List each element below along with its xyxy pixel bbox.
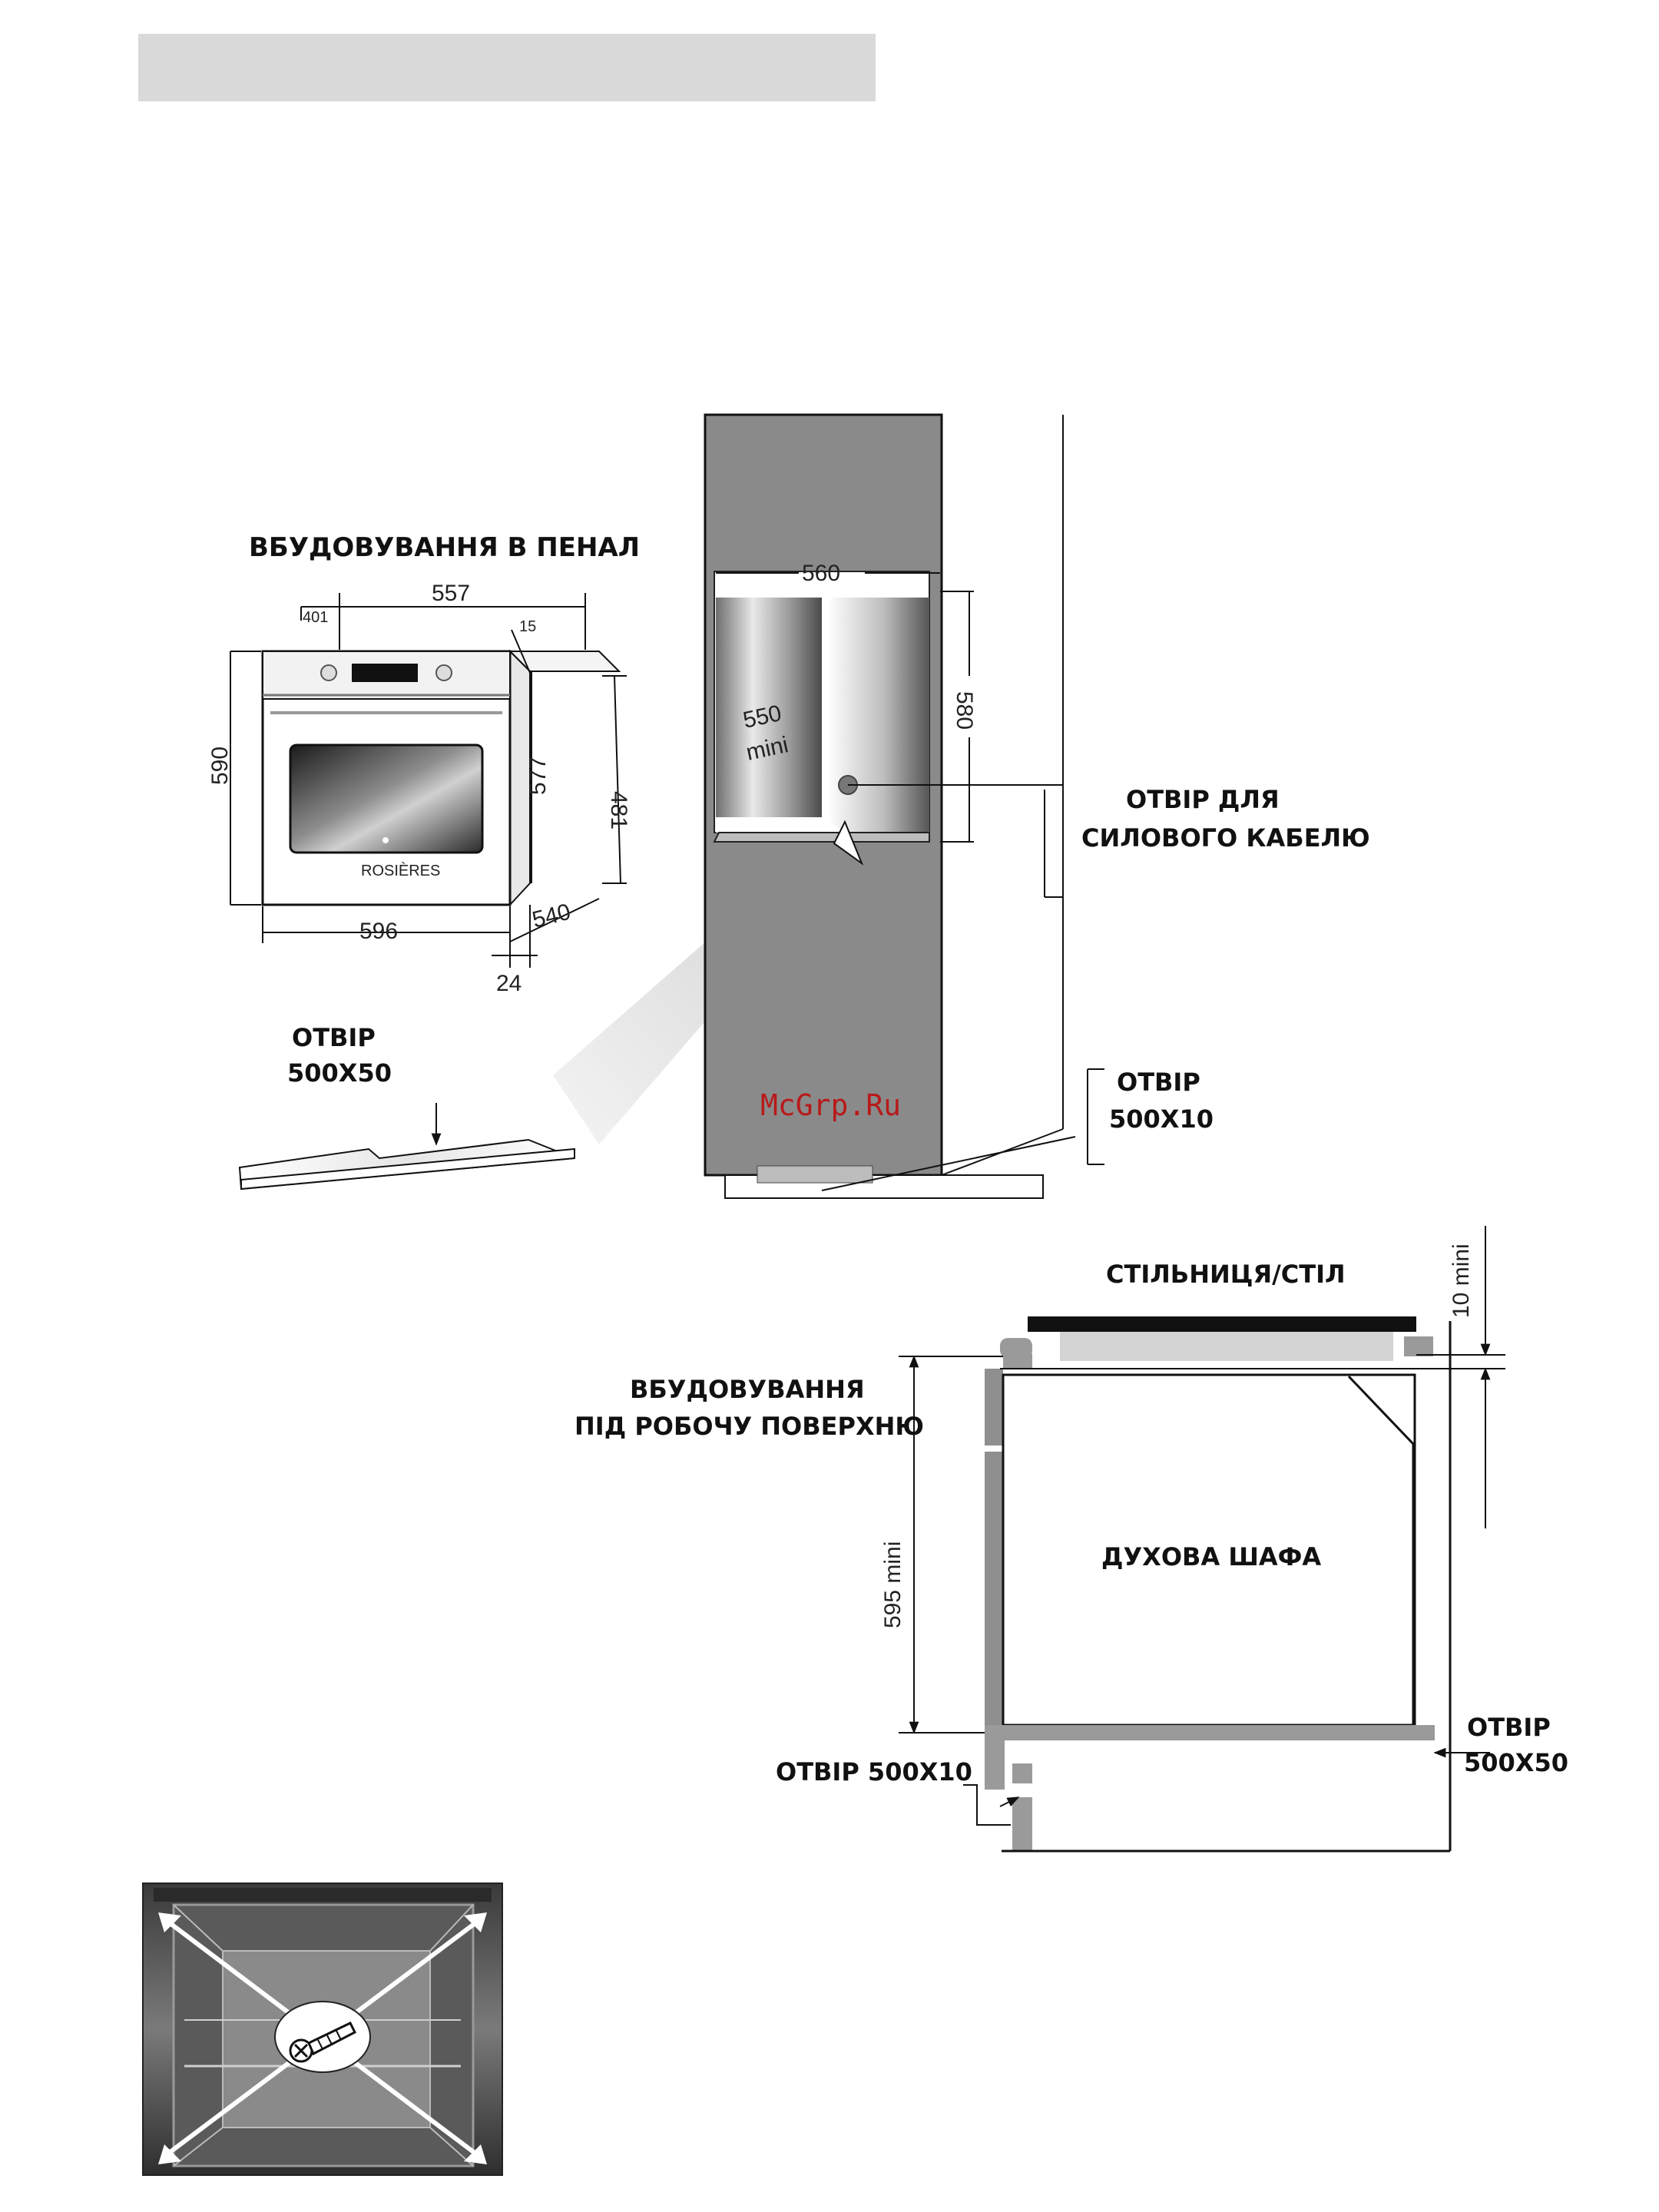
tall-unit-title: ВБУДОВУВАННЯ В ПЕНАЛ (249, 532, 640, 563)
dim-24: 24 (496, 971, 522, 996)
dim-540: 540 (530, 899, 574, 933)
under-counter-title-1: ВБУДОВУВАННЯ (630, 1375, 865, 1404)
dim-401: 401 (303, 609, 328, 626)
dim-481: 481 (606, 791, 631, 830)
cable-opening-label-2: СИЛОВОГО КАБЕЛЮ (1081, 823, 1370, 853)
dim-595-mini: 595 mini (880, 1541, 906, 1628)
rear-opening-label-1: ОТВІР (1467, 1713, 1551, 1742)
oven-label: ДУХОВА ШАФА (1101, 1542, 1321, 1571)
slab-opening-label-1: ОТВІР (292, 1023, 376, 1052)
header-bar (138, 34, 876, 101)
dim-580: 580 (952, 691, 977, 730)
watermark: McGrp.Ru (760, 1088, 901, 1122)
dim-596: 596 (359, 919, 398, 944)
screw-icon (275, 2002, 370, 2072)
svg-text:ROSIÈRES: ROSIÈRES (361, 862, 440, 879)
rear-opening-label-2: 500X50 (1464, 1748, 1568, 1777)
under-counter-title-2: ПІД РОБОЧУ ПОВЕРХНЮ (575, 1412, 924, 1441)
worktop-label: СТІЛЬНИЦЯ/СТІЛ (1106, 1260, 1346, 1289)
dim-590: 590 (207, 747, 233, 785)
dim-10-mini: 10 mini (1449, 1243, 1474, 1318)
base-opening-label-1: ОТВІР (1117, 1068, 1200, 1097)
oven-front-drawing: ROSIÈRES (263, 651, 619, 905)
base-slab (240, 1103, 575, 1189)
dim-577: 577 (525, 757, 551, 795)
tall-cabinet (705, 415, 1063, 1198)
dim-15: 15 (519, 618, 536, 635)
bottom-opening-label: ОТВІР 500X10 (776, 1757, 972, 1786)
under-counter-drawing (899, 1226, 1505, 1851)
base-opening-label-2: 500X10 (1109, 1104, 1214, 1134)
slab-opening-label-2: 500X50 (287, 1058, 392, 1088)
dim-557: 557 (432, 581, 470, 606)
cable-opening-label-1: ОТВІР ДЛЯ (1126, 785, 1280, 814)
dim-560: 560 (802, 561, 840, 586)
